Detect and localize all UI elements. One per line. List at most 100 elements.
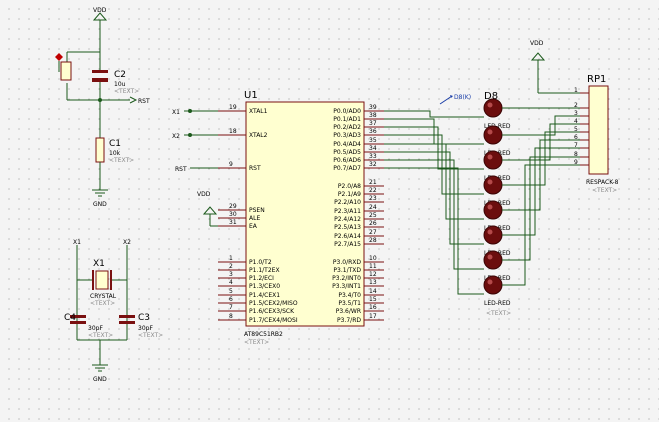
- net-label-d8k[interactable]: D8(K): [439, 94, 471, 105]
- rp1-pin-5[interactable]: 5: [574, 126, 589, 133]
- vdd-terminal-top-left[interactable]: VDD: [92, 7, 108, 52]
- u1-pin-name: P3.2/INT0: [332, 275, 361, 282]
- rp1-pin-1[interactable]: 1: [574, 87, 589, 94]
- u1-pin-6[interactable]: 6P1.5/CEX2/MISO: [218, 296, 298, 307]
- u1-pin-name: P1.0/T2: [249, 259, 272, 266]
- terminal-x2-label: X2: [172, 133, 180, 140]
- vdd-terminal-rp1[interactable]: VDD: [530, 40, 580, 94]
- u1-pin-3[interactable]: 3P1.2/ECI: [218, 271, 274, 282]
- terminal-x1[interactable]: X1: [172, 109, 192, 116]
- wire-p0-2-to-led: [384, 126, 484, 170]
- u1-pin-number: 36: [369, 128, 377, 135]
- led-body: [483, 275, 503, 295]
- wire-led-6-to-rp1: [502, 156, 580, 261]
- crystal-circuit[interactable]: X1 X2 X1 CRYSTAL <TEXT>: [73, 239, 131, 340]
- rp1-ref: RP1: [587, 74, 606, 85]
- ground-top-left[interactable]: GND: [92, 189, 108, 208]
- u1-pin-name: P1.7/CEX4/MOSI: [249, 317, 298, 324]
- terminal-x2[interactable]: X2: [172, 133, 192, 140]
- wire-p0-4-to-led: [384, 143, 484, 220]
- u1-pin-7[interactable]: 7P1.6/CEX3/SCK: [218, 304, 295, 315]
- rp1-pin-4[interactable]: 4: [574, 118, 589, 125]
- vdd-terminal-ea[interactable]: VDD: [197, 191, 218, 227]
- rp1-pin-3[interactable]: 3: [574, 110, 589, 117]
- capacitor-c2[interactable]: C2 10u <TEXT>: [92, 52, 139, 138]
- c1-value: 10k: [109, 150, 121, 157]
- u1-pin-1[interactable]: 1P1.0/T2: [218, 255, 272, 266]
- u1-pin-number: 18: [229, 128, 237, 135]
- terminal-rst[interactable]: RST: [175, 166, 208, 173]
- led-1[interactable]: LED-RED: [483, 98, 511, 130]
- u1-pin-number: 22: [369, 187, 377, 194]
- u1-pin-2[interactable]: 2P1.1/T2EX: [218, 263, 280, 274]
- resistor-c1[interactable]: C1 10k <TEXT>: [95, 137, 134, 190]
- rp1-pin-7[interactable]: 7: [574, 142, 589, 149]
- rp1-pin-9[interactable]: 9: [574, 159, 589, 166]
- u1-pin-number: 34: [369, 145, 377, 152]
- rp1-pin-2[interactable]: 2: [574, 102, 589, 109]
- rp1-pin-8[interactable]: 8: [574, 151, 589, 158]
- wire-led-5-to-rp1: [502, 147, 580, 236]
- capacitor-c4[interactable]: C4 30pF <TEXT>: [64, 313, 113, 339]
- u1-pin-number: 16: [369, 304, 377, 311]
- rst-label: RST: [138, 98, 150, 105]
- rst-terminal[interactable]: RST: [98, 96, 150, 105]
- u1-pin-number: 11: [369, 263, 377, 270]
- u1-pin-name: XTAL1: [249, 108, 268, 115]
- u1-pin-name: RST: [249, 165, 261, 172]
- ground-crystal[interactable]: GND: [92, 364, 108, 383]
- capacitor-c3[interactable]: C3 30pF <TEXT>: [119, 313, 163, 339]
- u1-pin-number: 37: [369, 120, 377, 127]
- rp1-part: RESPACK-8: [586, 179, 619, 186]
- u1-pin-number: 15: [369, 296, 377, 303]
- u1-pin-number: 23: [369, 195, 377, 202]
- chip-u1[interactable]: U1 AT89C51RB2 <TEXT> 19XTAL118XTAL29RST2…: [218, 90, 384, 346]
- led-8[interactable]: LED-RED: [483, 275, 511, 307]
- led-highlight: [487, 102, 493, 108]
- u1-pin-5[interactable]: 5P1.4/CEX1: [218, 288, 280, 299]
- u1-pin-name: P2.7/A15: [334, 241, 361, 248]
- led-highlight: [487, 279, 493, 285]
- x2-net: X2: [123, 239, 131, 246]
- u1-pin-4[interactable]: 4P1.3/CEX0: [218, 279, 280, 290]
- u1-pin-8[interactable]: 8P1.7/CEX4/MOSI: [218, 313, 298, 324]
- u1-pin-name: P1.5/CEX2/MISO: [249, 300, 298, 307]
- u1-pin-number: 21: [369, 179, 377, 186]
- led-highlight: [487, 204, 493, 210]
- rp1-pin-6[interactable]: 6: [574, 134, 589, 141]
- u1-pin-number: 10: [369, 255, 377, 262]
- u1-pin-name: P1.4/CEX1: [249, 292, 280, 299]
- reset-button[interactable]: [55, 51, 100, 100]
